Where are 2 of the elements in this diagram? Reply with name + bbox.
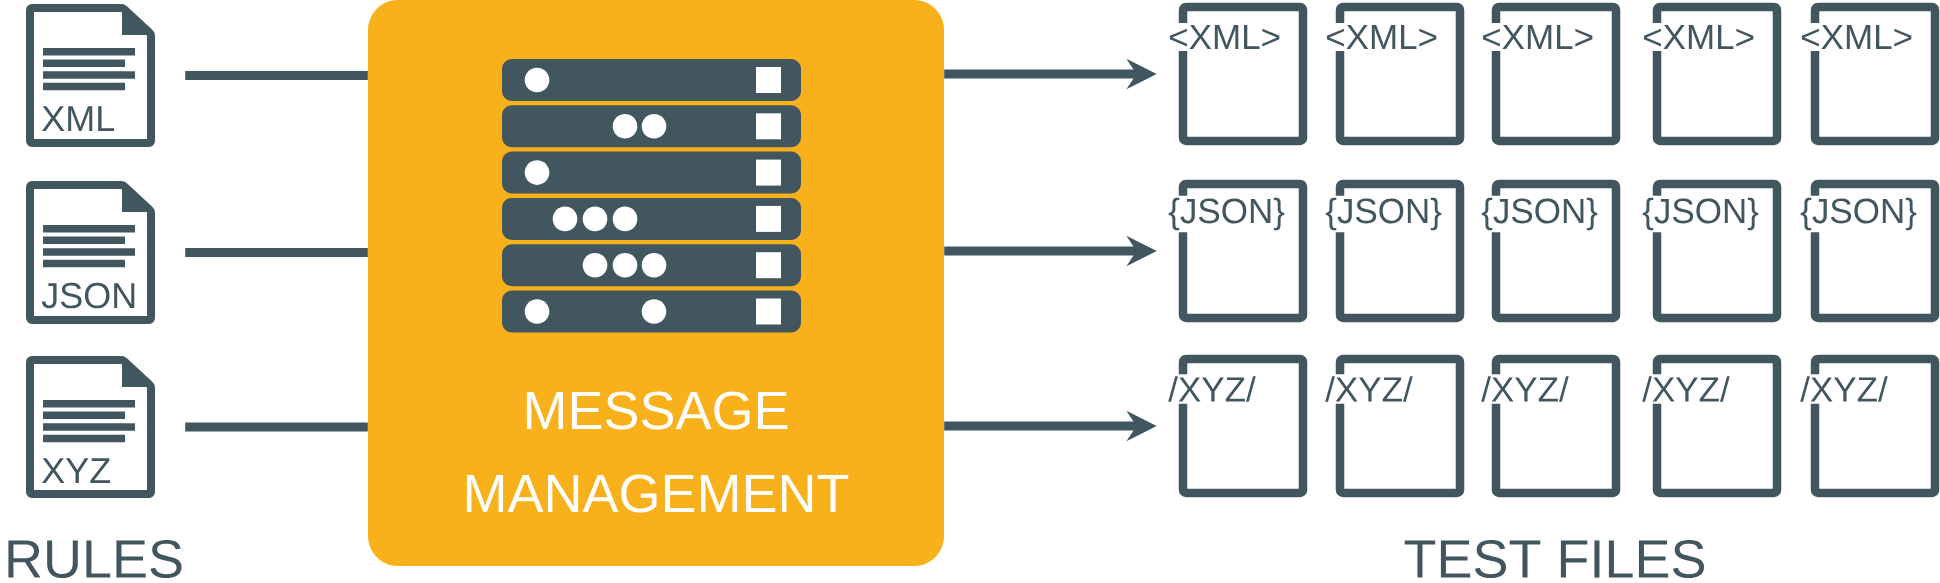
node-label: MESSAGE MANAGEMENT [466, 391, 849, 513]
group-title: TEST FILES [1404, 539, 1705, 579]
